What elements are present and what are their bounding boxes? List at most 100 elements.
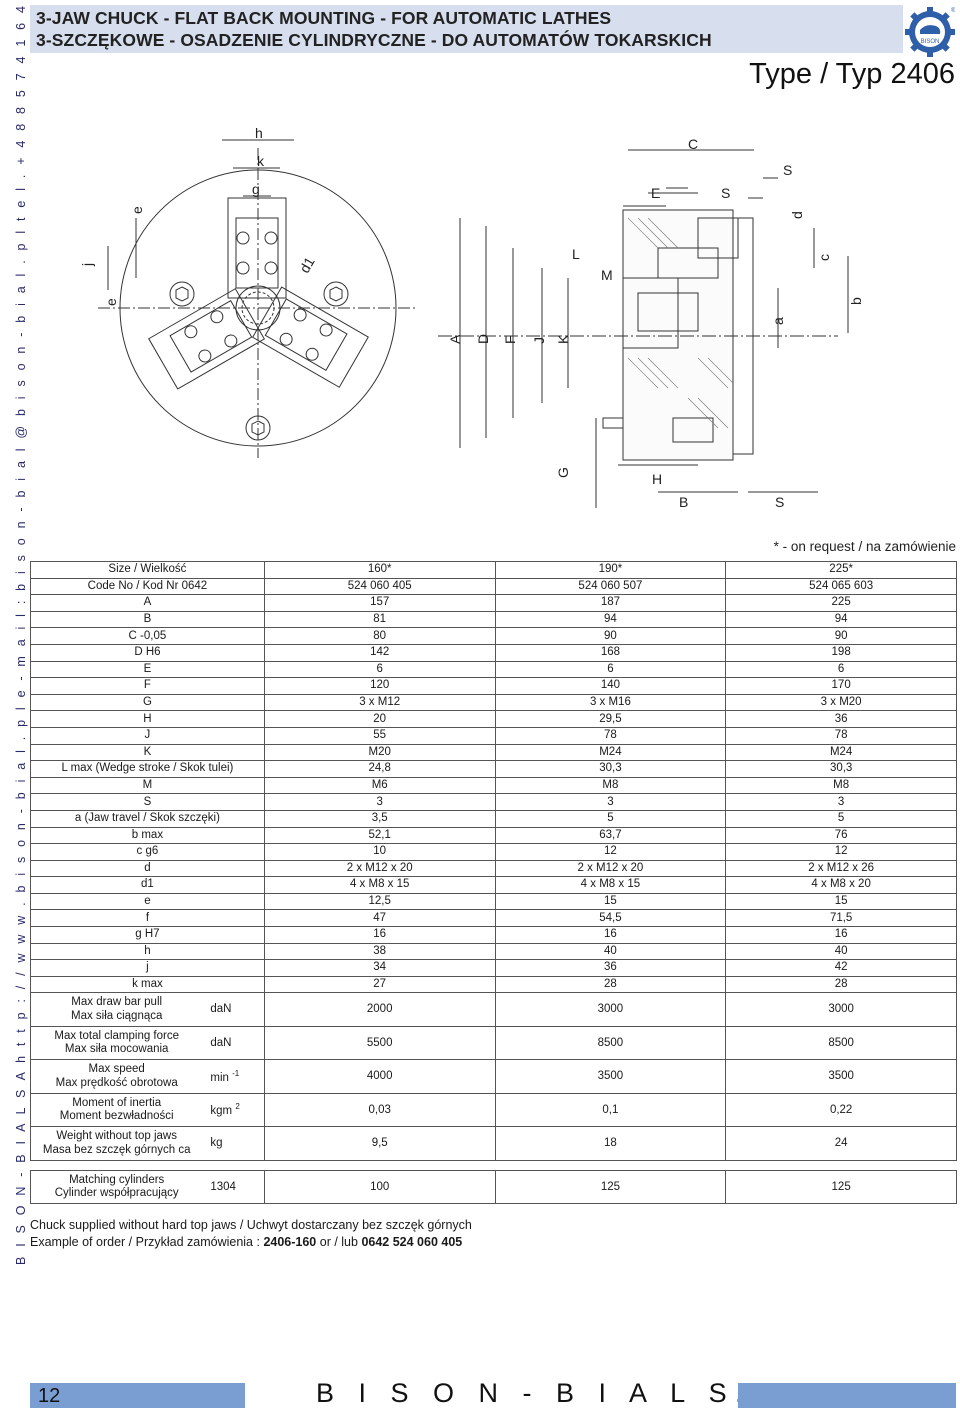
row-value: 34 (263, 959, 496, 977)
row-unit: daN (202, 1025, 265, 1061)
label-L: L (572, 246, 580, 262)
label-C: C (688, 136, 698, 152)
row-label: B (30, 610, 265, 629)
row-label: A (30, 594, 265, 612)
row-label: g H7 (30, 926, 265, 944)
row-label: E (30, 660, 265, 679)
row-value: 3,5 (263, 809, 496, 828)
label-F: F (502, 335, 518, 344)
row-value: 40 (725, 942, 957, 961)
row-value: 0,03 (263, 1092, 496, 1128)
label-c: c (816, 254, 832, 261)
row-label-en: Max speed (88, 1063, 145, 1076)
label-J: J (531, 337, 547, 344)
row-value: 5 (725, 809, 957, 828)
row-label-en: Max draw bar pull (71, 996, 163, 1009)
order-code-1: 2406-160 (263, 1235, 317, 1249)
label-E: E (651, 185, 660, 201)
row-value: 0,22 (725, 1092, 957, 1128)
label-j: j (79, 263, 95, 267)
row-label: e (30, 892, 265, 911)
label-B: B (679, 494, 688, 510)
row-value: 2 x M12 x 20 (263, 859, 496, 878)
row-value: 157 (263, 594, 496, 612)
row-value: 524 060 405 (263, 577, 496, 596)
row-value: 80 (263, 627, 496, 645)
row-value: 6 (725, 660, 957, 679)
row-unit: 1304 (202, 1169, 265, 1205)
row-value: 52,1 (263, 826, 496, 845)
label-K: K (555, 334, 571, 344)
row-label: k max (30, 975, 265, 994)
front-view-labels: h k g d1 e j e (79, 125, 318, 306)
order-prefix: Example of order / Przykład zamówienia : (30, 1235, 264, 1249)
label-e-top: e (129, 206, 145, 214)
row-value: 10 (263, 843, 496, 861)
row-label: C -0,05 (30, 627, 265, 645)
row-value: 225* (725, 561, 957, 579)
row-value: 0,1 (494, 1092, 727, 1128)
row-value: 6 (263, 660, 496, 679)
row-label: S (30, 793, 265, 811)
row-unit: min -1 (202, 1059, 265, 1094)
request-note: * - on request / na zamówienie (773, 539, 956, 554)
row-value: M8 (494, 776, 727, 795)
row-value: 36 (725, 710, 957, 728)
row-label: K (30, 743, 265, 762)
title-english: 3-JAW CHUCK - FLAT BACK MOUNTING - FOR A… (36, 8, 612, 28)
row-value: 15 (494, 892, 727, 911)
order-code-2: 0642 524 060 405 (361, 1235, 463, 1249)
label-M: M (601, 267, 613, 283)
svg-text:®: ® (951, 7, 955, 14)
row-value: 30,3 (725, 760, 957, 778)
row-value: 81 (263, 610, 496, 629)
row-label: F (30, 677, 265, 695)
page-number-bar: 12 (30, 1383, 245, 1408)
row-label-pl: Max prędkość obrotowa (55, 1076, 178, 1089)
row-value: 3000 (494, 992, 727, 1027)
label-A: A (447, 334, 463, 344)
row-value: 8500 (494, 1025, 727, 1061)
unit-text: min (210, 1071, 229, 1084)
unit-text: daN (210, 1003, 232, 1016)
row-value: 18 (494, 1126, 727, 1161)
row-value: 28 (494, 975, 727, 994)
row-label-en: Matching cylinders (69, 1173, 165, 1186)
row-value: 8500 (725, 1025, 957, 1061)
row-value: 4 x M8 x 15 (494, 876, 727, 894)
row-value: 3500 (725, 1059, 957, 1094)
logo-text: BISON (921, 39, 940, 45)
row-value: 6 (494, 660, 727, 679)
row-value: 16 (725, 926, 957, 944)
row-unit: kgm 2 (202, 1092, 265, 1128)
row-value: 36 (494, 959, 727, 977)
row-value: 160* (263, 561, 496, 579)
page-number: 12 (38, 1385, 61, 1407)
order-mid: or / lub (316, 1235, 362, 1249)
row-value: 94 (494, 610, 727, 629)
row-value: 15 (725, 892, 957, 911)
row-value: 78 (494, 726, 727, 745)
row-value: M20 (263, 743, 496, 762)
row-label: a (Jaw travel / Skok szczęki) (30, 809, 265, 828)
unit-superscript: -1 (232, 1068, 240, 1078)
footer-brand: B I S O N - B I A L S. A. (316, 1378, 809, 1408)
